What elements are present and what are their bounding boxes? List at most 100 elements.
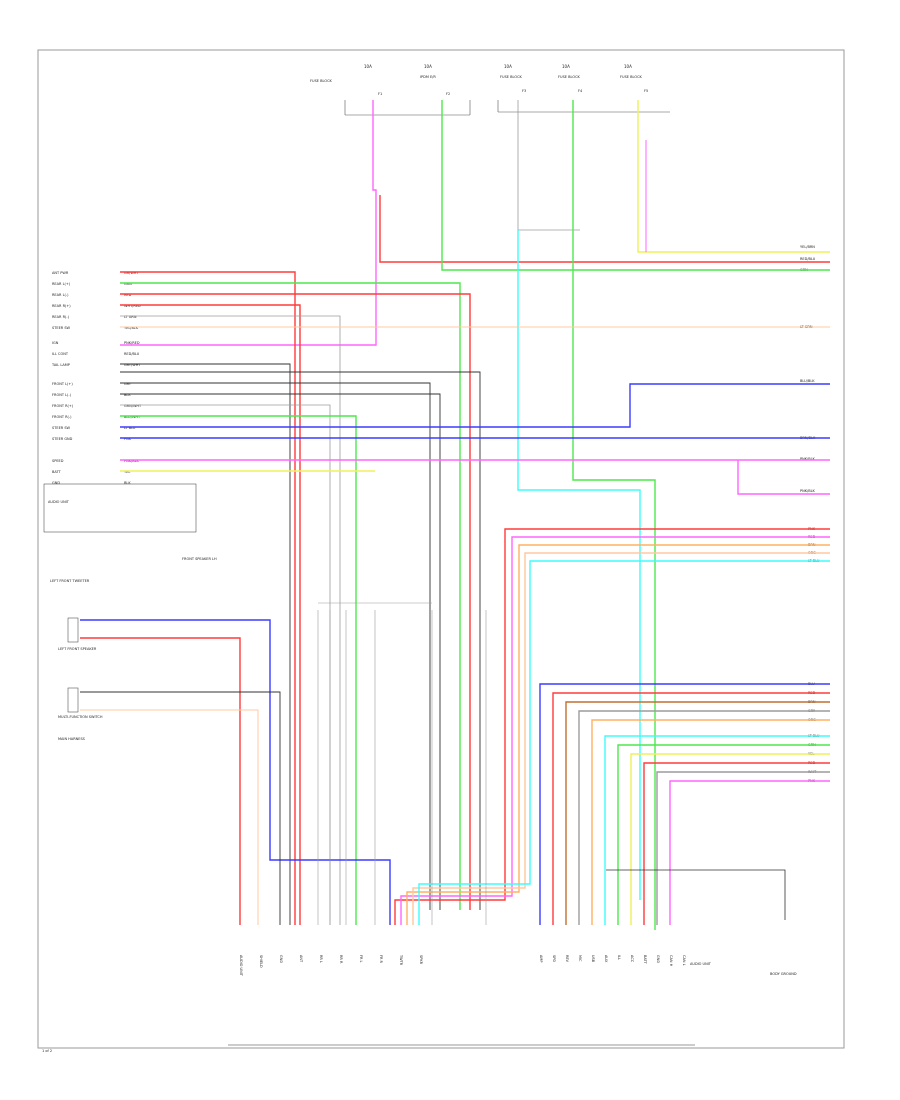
wire-mid-0 <box>394 528 830 925</box>
wire-mid-1 <box>400 536 830 925</box>
right-note: AUDIO UNIT <box>690 962 712 966</box>
wire-tail-lamp <box>120 363 291 925</box>
pin-label-7: ILL CONT <box>52 352 69 356</box>
bottom-right-label-8: BATT <box>643 955 647 965</box>
pin-label-6: IGN <box>52 341 59 345</box>
far-right-note: BODY GROUND <box>770 972 797 976</box>
bottom-left-label-9: SPKR <box>419 955 423 965</box>
fuse-4-note: FUSE BLOCK <box>558 75 581 79</box>
bottom-left-label-0: AUDIO UNIT <box>239 955 243 977</box>
right-top-label-0: YEL/BRN <box>800 245 815 249</box>
bottom-left-label-2: GND <box>279 955 283 963</box>
pin-label-8: TAIL LAMP <box>51 363 70 367</box>
pin-label-16: BATT <box>52 470 62 474</box>
wire-mid-2 <box>406 544 830 925</box>
pin-label-14: STEER GND <box>52 437 73 441</box>
bottom-right-label-0: AMP <box>539 955 543 963</box>
wire-rear-r-minus <box>120 315 341 925</box>
wire-color-13: LT BLU <box>124 426 136 430</box>
wire-color-4: LT GRN <box>124 315 137 319</box>
wire-low-6 <box>617 744 830 925</box>
wire-pink-ign <box>120 100 377 346</box>
wire-color-3: WHT/RED <box>124 304 141 308</box>
wire-low-5 <box>604 735 830 925</box>
wire-color-10: BLK <box>124 393 131 397</box>
bottom-left-label-7: FR R <box>379 955 383 964</box>
bottom-right-label-2: REV <box>565 955 569 963</box>
wire-low-9 <box>656 771 830 925</box>
bottom-right-label-6: ILL <box>617 955 621 960</box>
page-number: 1 of 2 <box>42 1049 52 1053</box>
bottom-right-label-4: USB <box>591 955 595 963</box>
right-top-label-6: PNK/BLK <box>800 457 816 461</box>
wire-speed-branch <box>737 460 830 495</box>
wire-front-l2 <box>120 382 431 910</box>
wire-color-8: GRY/WHT <box>124 363 141 367</box>
pin-label-9: FRONT L(+) <box>52 382 73 386</box>
wire-color-6: PNK/RED <box>124 341 140 345</box>
wire-tweeter-red <box>80 637 241 925</box>
wire-color-9: GRY <box>124 382 132 386</box>
wire-low-4 <box>591 719 830 925</box>
wire-low-10 <box>669 780 830 925</box>
wire-color-7: RED/BLU <box>124 352 140 356</box>
wire-low-0 <box>539 683 830 925</box>
wire-color-17: BLK <box>124 481 131 485</box>
device-left-front-speaker: LEFT FRONT SPEAKER <box>58 647 97 651</box>
wire-green-fuse4 <box>572 100 656 930</box>
wire-low-1 <box>552 692 830 925</box>
fuse-3-note: FUSE BLOCK <box>500 75 523 79</box>
device-multi-function-switch: MULTI-FUNCTION SWITCH <box>58 715 103 719</box>
fuse-3-rating: 10A <box>504 64 512 69</box>
fuse-5: 10A F5 FUSE BLOCK <box>620 64 648 93</box>
tweeter-symbol <box>67 617 79 643</box>
wire-color-5: YEL/BLK <box>124 326 139 330</box>
wire-rear-r-plus <box>120 304 301 925</box>
fuse-3-name: F3 <box>522 89 526 93</box>
fuse-2: 10A F2 IPDM E/R <box>420 64 450 96</box>
wire-color-14: PNK <box>124 437 132 441</box>
wire-tweeter-blue <box>80 619 391 925</box>
bottom-right-label-7: ACC <box>630 955 634 963</box>
bottom-right-label-3: MIC <box>578 955 582 962</box>
fuse-5-rating: 10A <box>624 64 632 69</box>
wire-yellow-fuse5 <box>637 100 830 253</box>
wire-color-0: GR/WHT <box>124 271 139 275</box>
wire-color-15: PNK/BLK <box>124 459 140 463</box>
right-top-label-7: PNK/BLK <box>800 489 816 493</box>
left-devices: AUDIO UNIT FRONT SPEAKER LH LEFT FRONT T… <box>48 500 217 741</box>
pin-label-13: STEER SW <box>52 426 71 430</box>
wire-layer <box>80 100 830 1046</box>
wire-rear-l-minus <box>120 293 471 910</box>
pin-label-11: FRONT R(+) <box>52 404 74 408</box>
wire-color-2: RED <box>124 293 132 297</box>
wire-speaker-black <box>80 691 281 925</box>
wire-front-r <box>120 393 441 910</box>
wire-low-7 <box>630 753 830 925</box>
bottom-left-label-1: SHIELD <box>259 955 263 968</box>
wire-low-3 <box>578 710 830 925</box>
device-front-speaker: FRONT SPEAKER LH <box>182 557 217 561</box>
speaker-symbols <box>43 483 197 713</box>
speaker-symbol <box>67 687 79 713</box>
wire-speaker-peach <box>80 709 259 925</box>
wire-ground <box>606 869 786 920</box>
bottom-right-label-1: SPD <box>552 955 556 962</box>
device-audio-unit: AUDIO UNIT <box>48 500 70 504</box>
fuse-5-name: F5 <box>644 89 648 93</box>
fuse-4: 10A F4 FUSE BLOCK <box>558 64 583 93</box>
pin-label-15: SPEED <box>52 459 64 463</box>
fuse-4-name: F4 <box>578 89 583 93</box>
pin-label-3: REAR R(+) <box>52 304 71 308</box>
fuse-1-name: F1 <box>378 92 382 96</box>
wire-low-2 <box>565 701 830 925</box>
wire-rear-l-plus <box>120 282 461 910</box>
device-left-front-tweeter: LEFT FRONT TWEETER <box>50 579 90 583</box>
pin-label-0: ANT PWR <box>52 271 69 275</box>
pin-label-2: REAR L(-) <box>52 293 69 297</box>
wire-low-8 <box>643 762 830 925</box>
bottom-left-label-4: RR L <box>319 955 323 963</box>
pin-label-5: STEER SW <box>52 326 71 330</box>
